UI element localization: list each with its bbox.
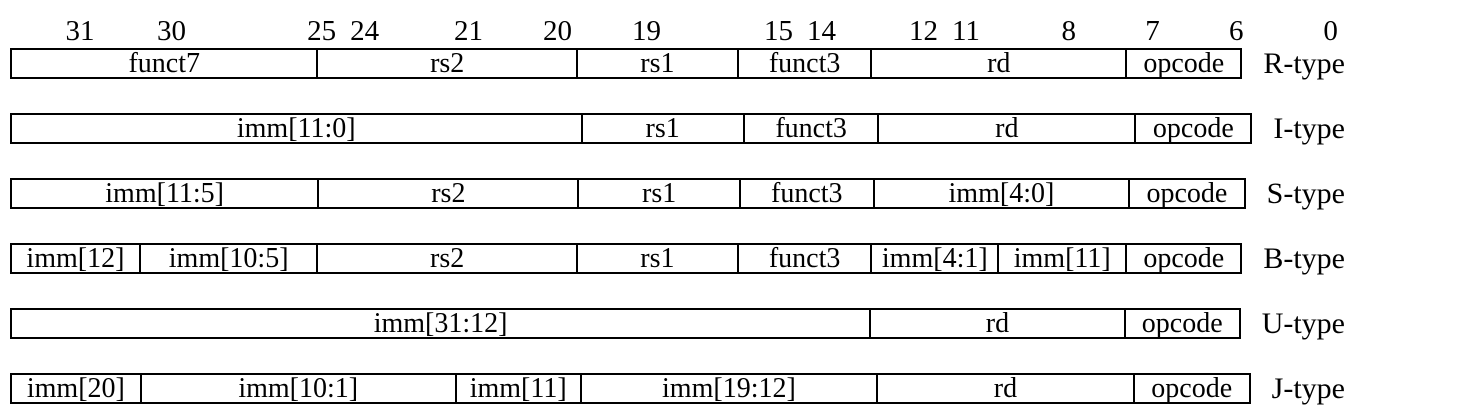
r-type-bitfields: funct7 rs2 rs1 funct3 rd opcode [10, 48, 1243, 79]
bit-label-31: 31 [65, 15, 95, 47]
bit-label-12: 12 [908, 15, 938, 47]
format-row-b-type: imm[12] imm[10:5] rs2 rs1 funct3 imm[4:1… [10, 243, 1345, 274]
j-type-bitfields: imm[20] imm[10:1] imm[11] imm[19:12] rd … [10, 373, 1251, 404]
format-label-u-type: U-type [1261, 306, 1345, 340]
format-row-i-type: imm[11:0] rs1 funct3 rd opcode I-type [10, 113, 1345, 144]
field-jtype-imm-11: imm[11] [457, 375, 582, 402]
field-utype-rd: rd [871, 310, 1126, 337]
bit-label-19: 19 [631, 15, 661, 47]
field-rtype-rd: rd [872, 50, 1128, 77]
field-itype-rd: rd [879, 115, 1137, 142]
field-jtype-imm-10-1: imm[10:1] [142, 375, 457, 402]
field-stype-funct3: funct3 [741, 180, 875, 207]
field-itype-funct3: funct3 [745, 115, 880, 142]
bit-header: 31 30 25 24 21 20 19 15 14 12 11 [10, 14, 1345, 46]
bit-column-20: 20 [490, 17, 625, 46]
format-label-j-type: J-type [1271, 371, 1345, 405]
field-stype-imm-11-5: imm[11:5] [12, 180, 320, 207]
field-btype-rs2: rs2 [318, 245, 578, 272]
field-stype-opcode: opcode [1146, 180, 1228, 207]
bit-label-7: 7 [1145, 15, 1160, 47]
format-row-j-type: imm[20] imm[10:1] imm[11] imm[19:12] rd … [10, 373, 1345, 404]
field-rtype-funct3: funct3 [739, 50, 873, 77]
format-row-u-type: imm[31:12] rd opcode U-type [10, 308, 1345, 339]
format-row-s-type: imm[11:5] rs2 rs1 funct3 imm[4:0] opcode… [10, 178, 1345, 209]
bit-column-7: 7 [1083, 17, 1222, 46]
field-stype-rs2: rs2 [319, 180, 580, 207]
field-btype-imm-12: imm[12] [12, 245, 141, 272]
format-row-r-type: funct7 rs2 rs1 funct3 rd opcode R-type [10, 48, 1345, 79]
bit-label-14: 14 [807, 15, 836, 47]
field-itype-imm-11-0: imm[11:0] [12, 115, 583, 142]
field-jtype-imm-20: imm[20] [12, 375, 142, 402]
field-rtype-rs1: rs1 [578, 50, 739, 77]
field-rtype-rs2: rs2 [318, 50, 578, 77]
bit-label-8: 8 [1061, 15, 1077, 47]
bit-label-0: 0 [1323, 15, 1338, 47]
field-utype-imm-31-12: imm[31:12] [12, 310, 872, 337]
bit-column-24-21: 24 21 [343, 17, 490, 46]
bit-column-19-15: 19 15 [625, 17, 800, 46]
format-label-s-type: S-type [1266, 176, 1345, 210]
field-btype-imm-10-5: imm[10:5] [141, 245, 319, 272]
bit-column-30-25: 30 25 [150, 17, 343, 46]
format-table: 31 30 25 24 21 20 19 15 14 12 11 [10, 14, 1345, 404]
b-type-bitfields: imm[12] imm[10:5] rs2 rs1 funct3 imm[4:1… [10, 243, 1243, 274]
bit-label-15: 15 [764, 15, 793, 47]
field-rtype-funct7: funct7 [12, 50, 319, 77]
bit-label-25: 25 [307, 15, 337, 47]
field-jtype-imm-19-12: imm[19:12] [582, 375, 879, 402]
u-type-bitfields: imm[31:12] rd opcode [10, 308, 1241, 339]
s-type-bitfields: imm[11:5] rs2 rs1 funct3 imm[4:0] opcode [10, 178, 1246, 209]
field-rtype-opcode: opcode [1143, 50, 1225, 77]
bit-column-11-8: 11 8 [945, 17, 1083, 46]
field-btype-rs1: rs1 [578, 245, 739, 272]
format-label-b-type: B-type [1263, 241, 1345, 275]
i-type-bitfields: imm[11:0] rs1 funct3 rd opcode [10, 113, 1253, 144]
field-utype-opcode: opcode [1141, 310, 1223, 337]
field-btype-imm-4-1: imm[4:1] [872, 245, 1000, 272]
field-btype-imm-11: imm[11] [999, 245, 1128, 272]
field-btype-funct3: funct3 [739, 245, 873, 272]
bit-label-21: 21 [454, 15, 484, 47]
field-jtype-opcode: opcode [1151, 375, 1233, 402]
format-label-i-type: I-type [1273, 111, 1345, 145]
field-stype-imm-4-0: imm[4:0] [875, 180, 1131, 207]
field-stype-rs1: rs1 [579, 180, 741, 207]
field-btype-opcode: opcode [1143, 245, 1225, 272]
bit-column-6-0: 6 0 [1222, 17, 1345, 46]
bit-label-6: 6 [1228, 15, 1244, 47]
format-label-r-type: R-type [1263, 46, 1345, 80]
bit-column-31: 31 [10, 17, 150, 46]
field-jtype-rd: rd [878, 375, 1135, 402]
bit-column-14-12: 14 12 [800, 17, 945, 46]
field-itype-rs1: rs1 [583, 115, 745, 142]
bit-label-20: 20 [543, 15, 572, 47]
field-itype-opcode: opcode [1152, 115, 1234, 142]
bit-label-11: 11 [951, 15, 980, 47]
bit-label-30: 30 [157, 15, 187, 47]
bit-label-24: 24 [350, 15, 380, 47]
